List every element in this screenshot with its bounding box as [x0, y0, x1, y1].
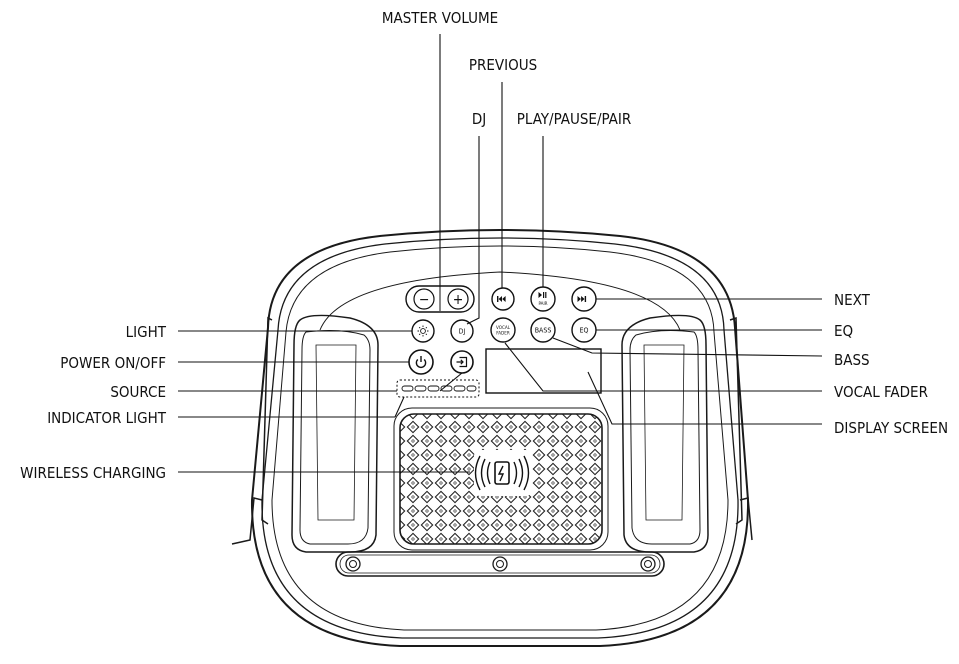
- source-button[interactable]: [450, 350, 474, 374]
- play-pause-pair-button[interactable]: PAIR: [530, 286, 556, 312]
- label-next: NEXT: [834, 291, 871, 309]
- eq-button[interactable]: EQ: [571, 317, 597, 343]
- label-light: LIGHT: [126, 323, 167, 341]
- label-power: POWER ON/OFF: [60, 354, 166, 372]
- dj-button[interactable]: DJ: [450, 319, 474, 343]
- svg-text:DJ: DJ: [459, 328, 466, 336]
- bottom-bar: [335, 551, 665, 577]
- power-button[interactable]: [408, 349, 434, 375]
- svg-text:BASS: BASS: [535, 327, 552, 335]
- vocal-fader-button[interactable]: VOCAL FADER: [490, 317, 516, 343]
- right-handle: [621, 314, 709, 553]
- callout-labels: MASTER VOLUME PREVIOUS DJ PLAY/PAUSE/PAI…: [20, 9, 948, 482]
- next-button[interactable]: [571, 286, 597, 312]
- svg-text:+: +: [453, 292, 464, 308]
- svg-text:PAIR: PAIR: [538, 301, 547, 307]
- label-dj: DJ: [472, 110, 486, 128]
- label-display-screen: DISPLAY SCREEN: [834, 419, 948, 437]
- label-vocal-fader: VOCAL FADER: [834, 383, 928, 401]
- power-icon: [415, 356, 427, 369]
- next-icon: [577, 296, 587, 302]
- label-source: SOURCE: [110, 383, 166, 401]
- speaker-body: [231, 229, 753, 647]
- indicator-lights: [396, 379, 480, 398]
- volume-down-button[interactable]: −: [413, 288, 435, 310]
- label-indicator-light: INDICATOR LIGHT: [47, 409, 167, 427]
- previous-icon: [497, 296, 506, 302]
- label-wireless-charging: WIRELESS CHARGING: [20, 464, 166, 482]
- wireless-charging-pad: [474, 450, 532, 496]
- left-handle: [291, 314, 379, 553]
- volume-up-button[interactable]: +: [447, 288, 469, 310]
- svg-text:VOCAL: VOCAL: [496, 325, 511, 331]
- label-play-pause-pair: PLAY/PAUSE/PAIR: [517, 110, 632, 128]
- sun-icon: [417, 325, 429, 337]
- leader-lines: [178, 34, 823, 473]
- bass-button[interactable]: BASS: [530, 317, 556, 343]
- previous-button[interactable]: [491, 287, 515, 311]
- light-button[interactable]: [411, 319, 435, 343]
- label-master-volume: MASTER VOLUME: [382, 9, 498, 27]
- source-icon: [456, 356, 468, 368]
- svg-text:FADER: FADER: [496, 331, 510, 337]
- play-pause-icon: [538, 292, 547, 298]
- display-screen: [485, 348, 602, 394]
- svg-text:−: −: [419, 292, 430, 308]
- label-previous: PREVIOUS: [469, 56, 537, 74]
- label-bass: BASS: [834, 351, 870, 369]
- svg-text:EQ: EQ: [580, 327, 589, 335]
- label-eq: EQ: [834, 322, 853, 340]
